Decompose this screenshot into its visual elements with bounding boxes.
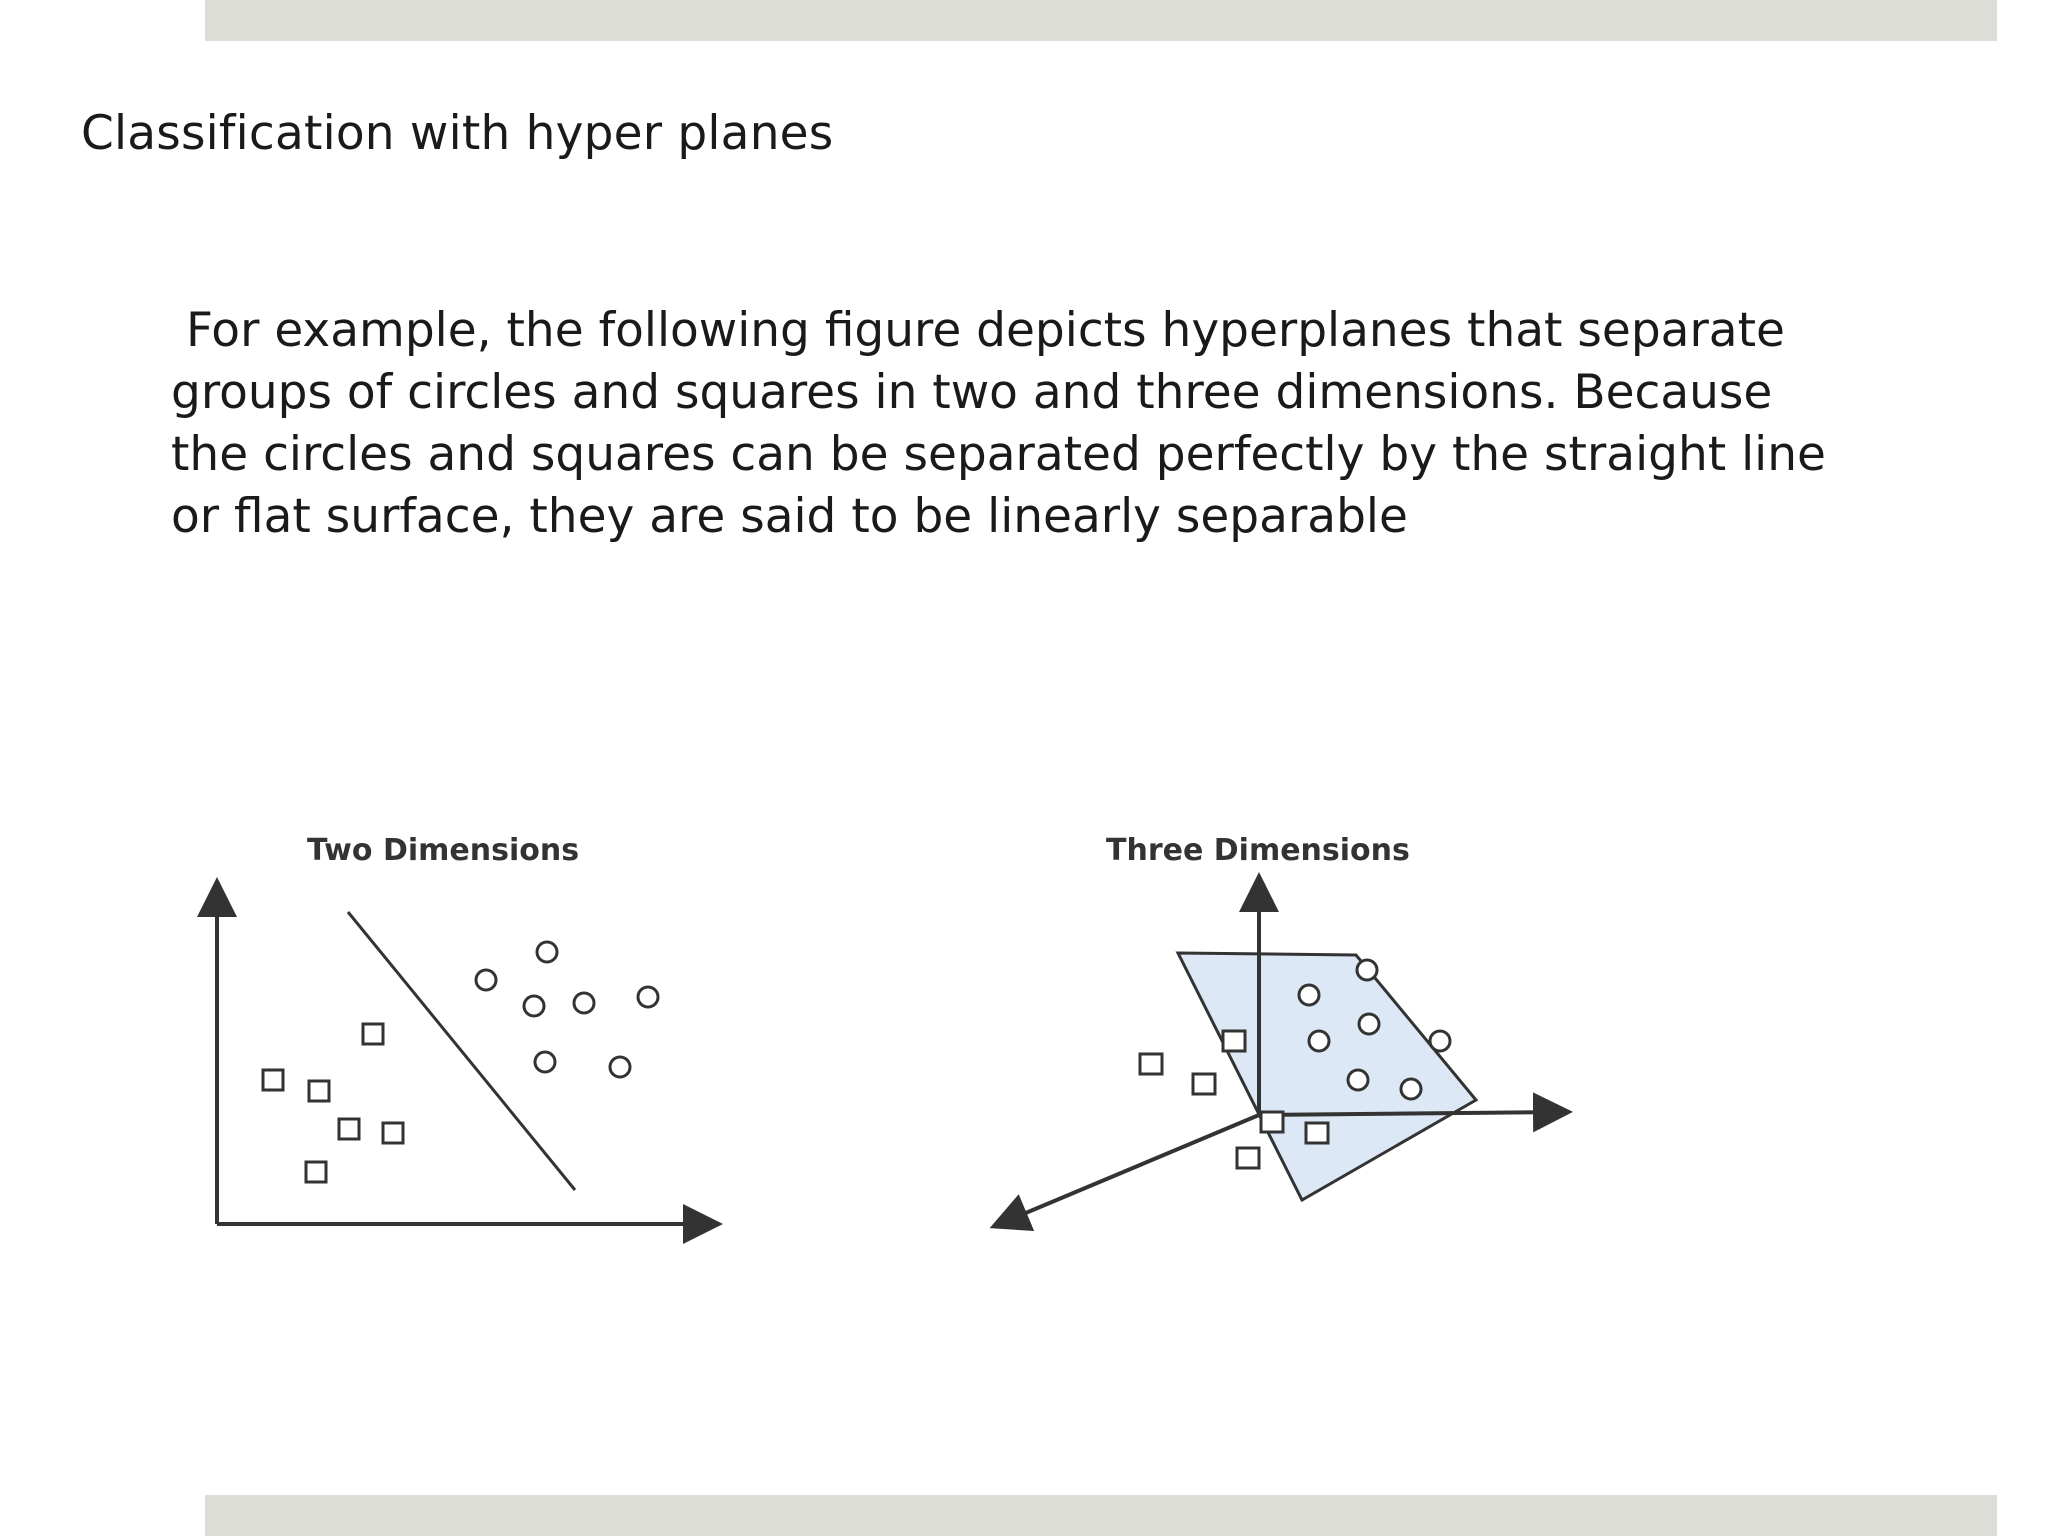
circle-marker (1346, 1068, 1370, 1092)
circle-marker (474, 968, 498, 992)
square-marker (261, 1068, 285, 1092)
square-marker (337, 1117, 361, 1141)
square-marker (361, 1022, 385, 1046)
square-marker (1191, 1072, 1217, 1096)
hyperplane-diagram: Two Dimensions (197, 833, 1573, 1244)
circle-marker (1297, 983, 1321, 1007)
circle-marker (1357, 1012, 1381, 1036)
square-marker (381, 1121, 405, 1145)
squares-2d (261, 1022, 405, 1184)
circle-marker (533, 1050, 557, 1074)
circle-marker (572, 991, 596, 1015)
circle-marker (1399, 1077, 1423, 1101)
x-axis-3d (1258, 1092, 1573, 1133)
circles-2d (474, 940, 660, 1079)
y-axis-3d (989, 1113, 1260, 1232)
square-marker (307, 1079, 331, 1103)
circle-marker (535, 940, 559, 964)
two-dimensions-panel: Two Dimensions (197, 833, 723, 1244)
circles-3d (1297, 958, 1452, 1101)
three-dimensions-title: Three Dimensions (1106, 833, 1410, 868)
circle-marker (1428, 1029, 1452, 1053)
separating-line-2d (346, 911, 577, 1191)
slide-title: Classification with hyper planes (81, 106, 834, 161)
circle-marker (608, 1055, 632, 1079)
square-marker (1221, 1029, 1247, 1053)
square-marker (1259, 1110, 1285, 1134)
body-paragraph: For example, the following figure depict… (171, 303, 1826, 544)
square-marker (1304, 1121, 1330, 1145)
squares-3d (1138, 1029, 1330, 1170)
three-dimensions-panel: Three Dimensions (989, 833, 1573, 1232)
square-marker (304, 1160, 328, 1184)
circle-marker (636, 985, 660, 1009)
separating-plane-3d (1175, 951, 1479, 1203)
circle-marker (522, 994, 546, 1018)
square-marker (1138, 1052, 1164, 1076)
square-marker (1235, 1146, 1261, 1170)
circle-marker (1307, 1029, 1331, 1053)
circle-marker (1355, 958, 1379, 982)
top-band (205, 0, 1997, 41)
hyperplane-figure: Two Dimensions (180, 810, 1630, 1260)
bottom-band (205, 1495, 1997, 1536)
two-dimensions-title: Two Dimensions (307, 833, 579, 868)
